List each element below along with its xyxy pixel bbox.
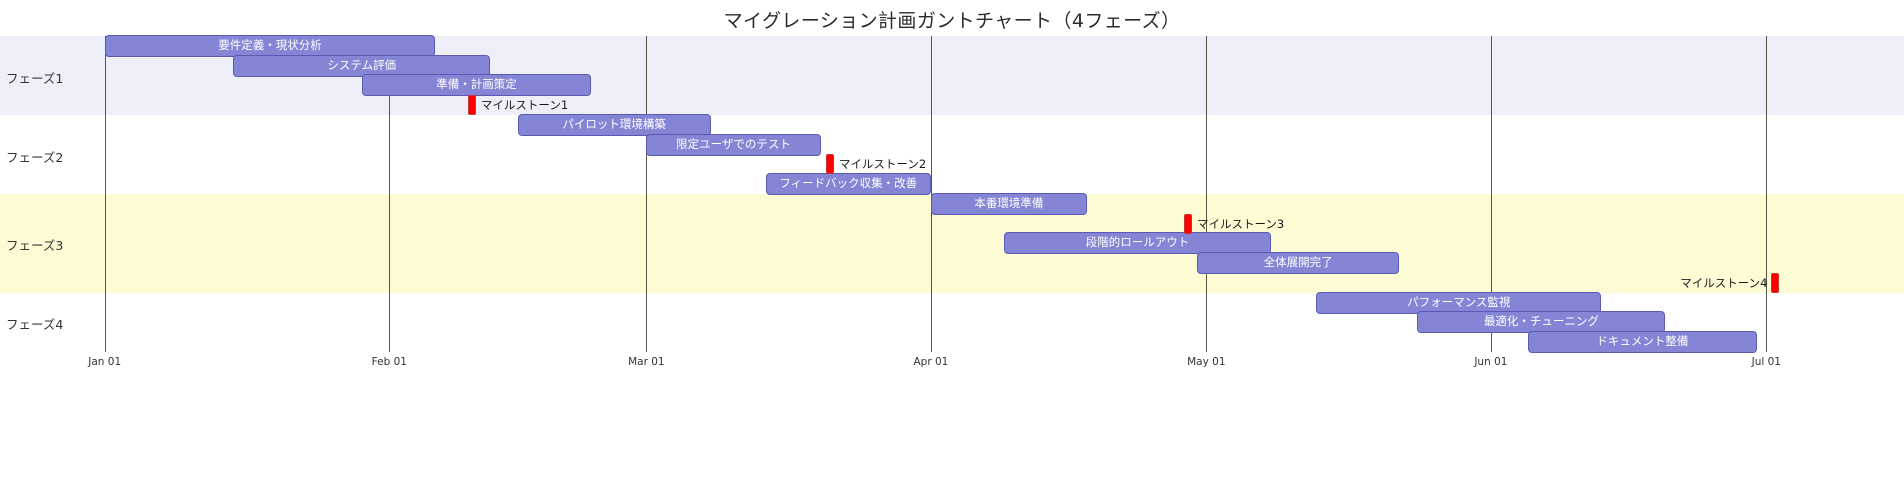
task-bar[interactable]: ドキュメント整備 — [1527, 331, 1758, 354]
x-axis-tick-label: Apr 01 — [913, 356, 949, 368]
task-bar[interactable]: 段階的ロールアウト — [1004, 232, 1271, 255]
gridline-mar-01 — [646, 36, 648, 352]
task-bar[interactable]: 限定ユーザでのテスト — [646, 133, 821, 156]
gridline-jan-01 — [104, 36, 106, 352]
task-bar[interactable]: フィードバック収集・改善 — [765, 173, 931, 196]
task-bar[interactable]: パイロット環境構築 — [517, 113, 711, 136]
x-axis-tick-label: Jan 01 — [88, 356, 122, 368]
task-bar[interactable]: 本番環境準備 — [930, 192, 1087, 215]
chart-title: マイグレーション計画ガントチャート（4フェーズ） — [723, 10, 1181, 32]
gridline-may-01 — [1206, 36, 1208, 352]
task-bar[interactable]: 全体展開完了 — [1197, 252, 1400, 275]
gridline-jul-01 — [1766, 36, 1768, 352]
task-bar[interactable]: パフォーマンス監視 — [1316, 291, 1602, 314]
phase-label-3: フェーズ3 — [6, 238, 64, 254]
x-axis-tick-label: Jul 01 — [1751, 356, 1781, 368]
task-bar[interactable]: 準備・計画策定 — [361, 74, 592, 97]
task-bar[interactable]: システム評価 — [233, 54, 491, 77]
milestone-marker[interactable] — [1183, 213, 1192, 234]
phase-band-2 — [0, 115, 1904, 194]
gridline-jun-01 — [1490, 36, 1492, 352]
phase-label-1: フェーズ1 — [6, 70, 64, 86]
milestone-marker[interactable] — [1771, 272, 1780, 293]
milestone-label: マイルストーン2 — [838, 157, 927, 172]
milestone-label: マイルストーン3 — [1196, 216, 1285, 231]
x-axis-tick-label: Feb 01 — [371, 356, 407, 368]
task-bar[interactable]: 最適化・チューニング — [1417, 311, 1666, 334]
milestone-marker[interactable] — [467, 95, 476, 116]
plot-area: 要件定義・現状分析システム評価準備・計画策定パイロット環境構築限定ユーザでのテス… — [0, 34, 1904, 368]
milestone-marker[interactable] — [825, 154, 834, 175]
task-bar[interactable]: 要件定義・現状分析 — [104, 34, 436, 57]
x-axis-tick-label: Mar 01 — [628, 356, 665, 368]
x-axis-tick-label: Jun 01 — [1474, 356, 1508, 368]
phase-label-2: フェーズ2 — [6, 149, 64, 165]
milestone-label: マイルストーン1 — [480, 98, 569, 113]
gridline-feb-01 — [389, 36, 391, 352]
milestone-label: マイルストーン4 — [1680, 275, 1768, 290]
phase-label-4: フェーズ4 — [6, 317, 64, 333]
x-axis-tick-label: May 01 — [1187, 356, 1226, 368]
